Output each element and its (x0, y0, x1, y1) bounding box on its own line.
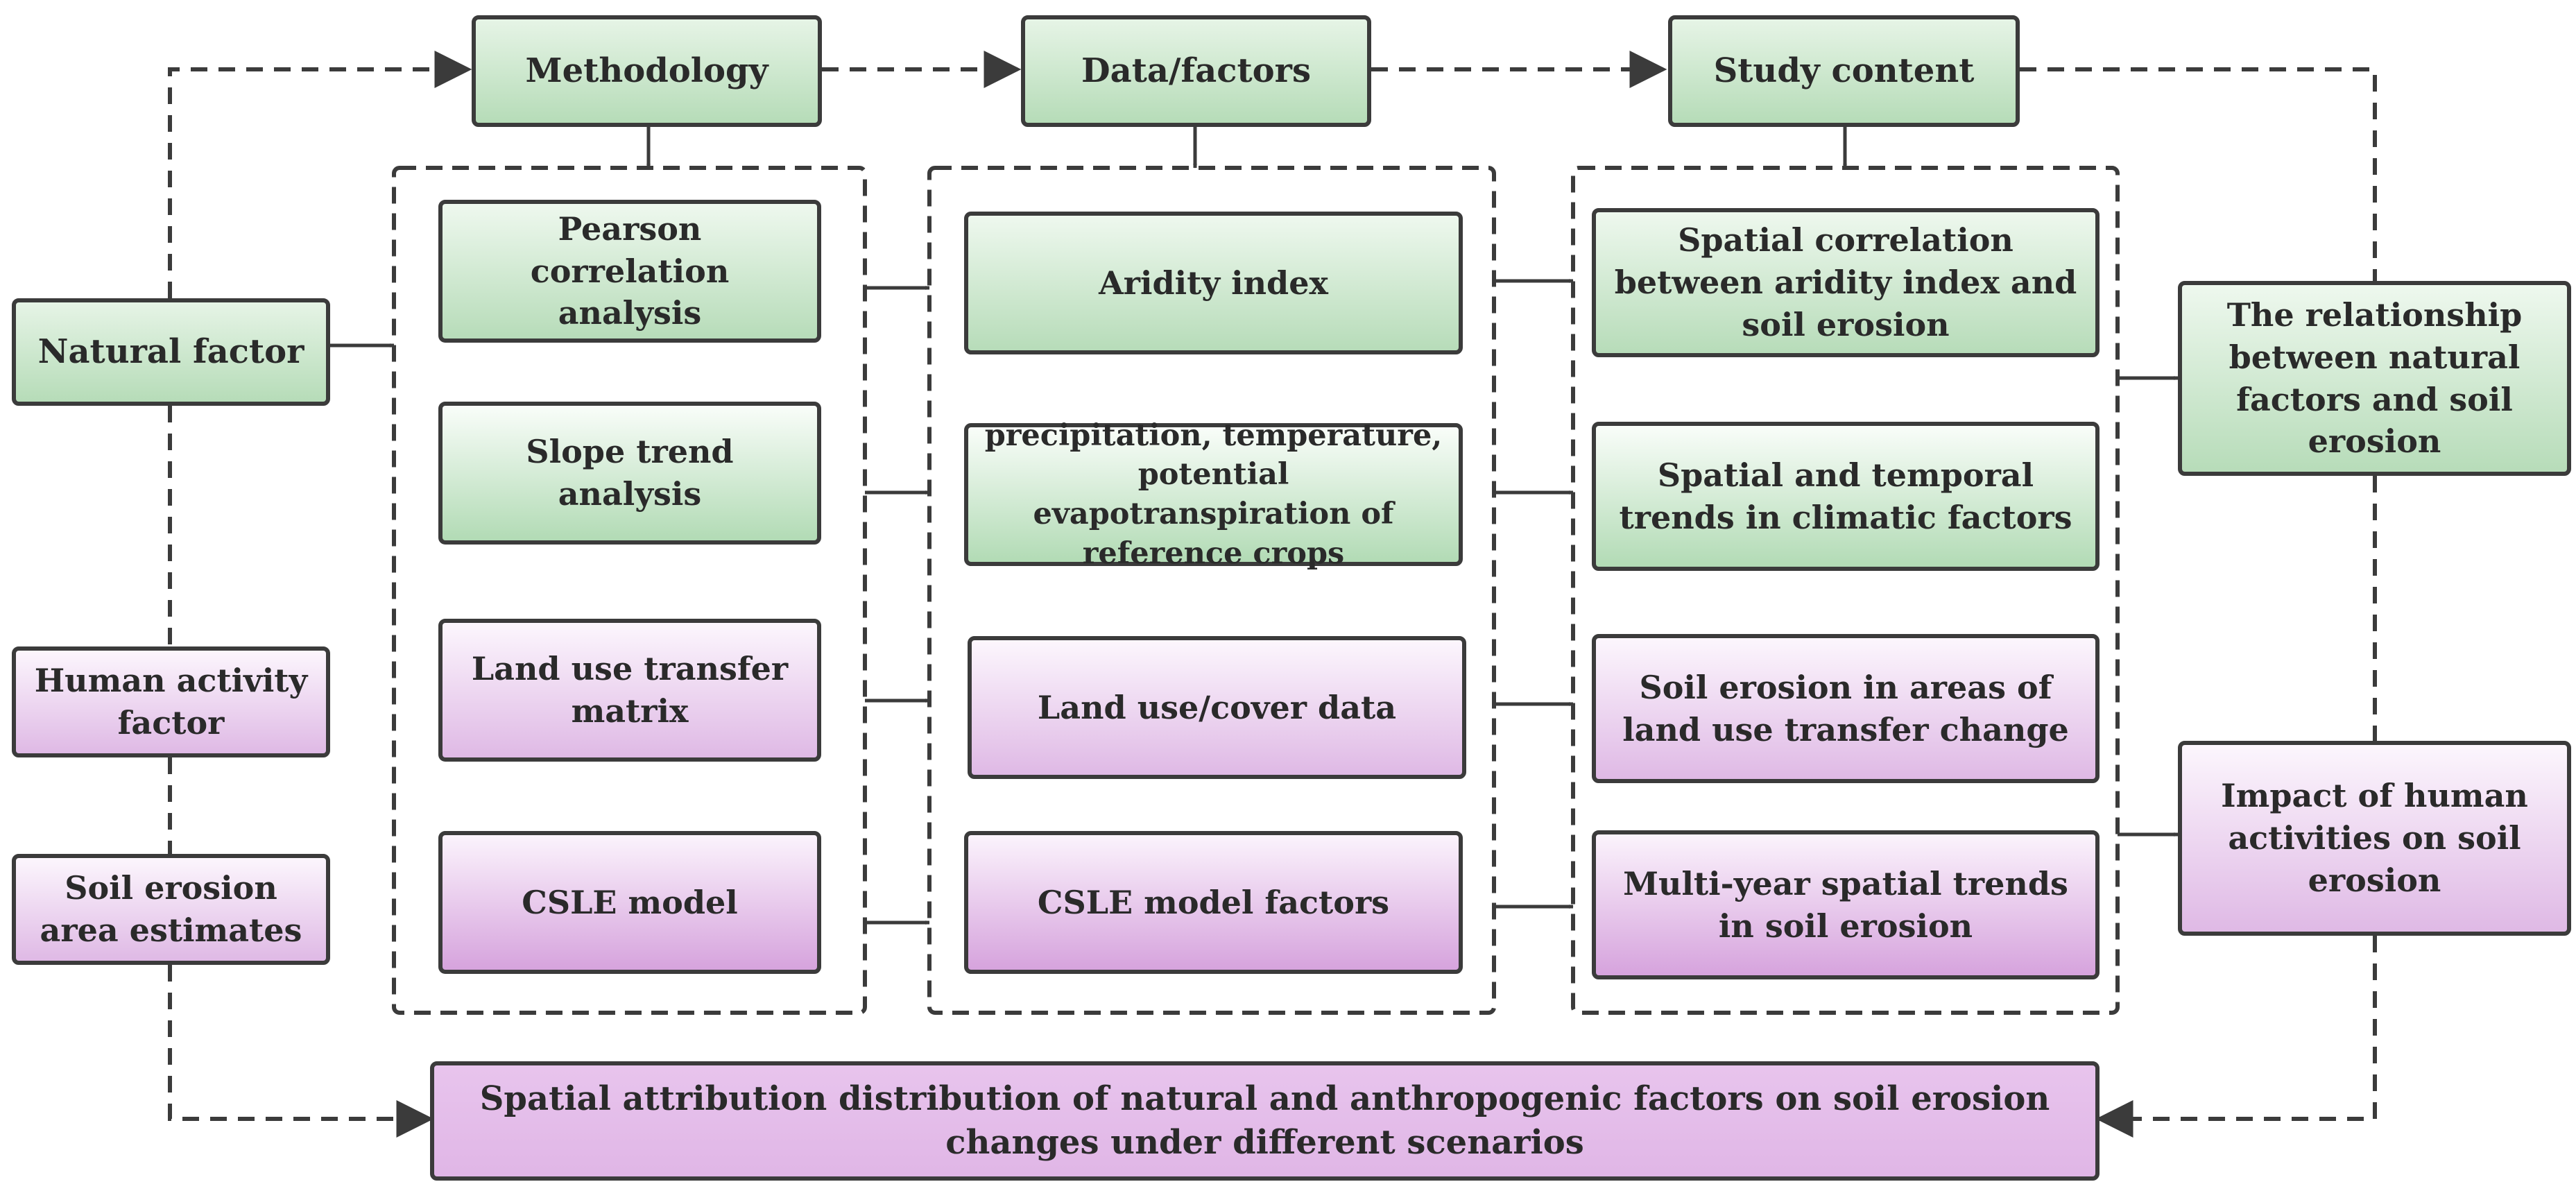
soil-erosion-area-estimates-box: Soil erosion area estimates (12, 854, 330, 965)
study-item: Multi-year spatial trends in soil erosio… (1592, 830, 2100, 979)
bottom-right-flow (2095, 936, 2377, 1138)
human-activity-factor-box: Human activity factor (12, 646, 330, 757)
data-factors-header: Data/factors (1021, 15, 1371, 127)
study-item: Spatial and temporal trends in climatic … (1592, 422, 2100, 571)
study-content-header: Study content (1668, 15, 2020, 127)
study-item: Soil erosion in areas of land use transf… (1592, 634, 2100, 783)
methodology-header: Methodology (472, 15, 822, 127)
data-item: Land use/cover data (968, 636, 1466, 779)
bottom-left-flow (168, 965, 434, 1138)
top-right-flow (2020, 67, 2377, 281)
impact-outcome-box: Impact of human activities on soil erosi… (2178, 741, 2571, 936)
method-item: Pearson correlation analysis (438, 200, 821, 343)
methodology-group-frame (392, 166, 867, 1015)
method-item: CSLE model (438, 831, 821, 974)
method-item: Slope trend analysis (438, 402, 821, 545)
data-group-frame (927, 166, 1496, 1015)
study-item: Spatial correlation between aridity inde… (1592, 208, 2100, 357)
relationship-outcome-box: The relationship between natural factors… (2178, 281, 2571, 476)
data-item: precipitation, temperature, potential ev… (964, 418, 1463, 571)
method-item: Land use transfer matrix (438, 619, 821, 762)
attribution-result-box: Spatial attribution distribution of natu… (430, 1061, 2100, 1181)
data-item: Aridity index (964, 212, 1463, 354)
top-left-flow (168, 51, 472, 298)
natural-factor-box: Natural factor (12, 298, 330, 406)
data-item: CSLE model factors (964, 831, 1463, 974)
